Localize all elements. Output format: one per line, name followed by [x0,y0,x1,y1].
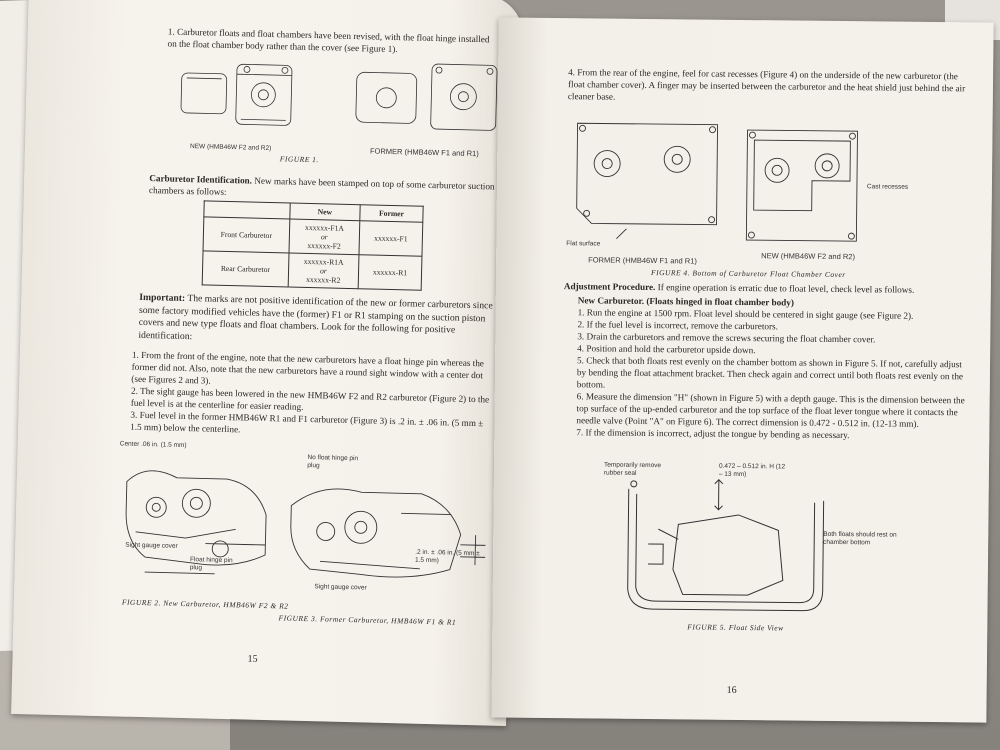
figure-3-dimension-label: .2 in. ± .06 in. (5 mm ± 1.5 mm) [414,548,480,564]
table-header-cell: New [289,203,361,221]
figure-5-floats-label: Both floats should rest on chamber botto… [823,530,897,546]
new-mark-b: xxxxxx-F2 [307,240,341,251]
table-cell-name: Rear Carburetor [202,250,289,287]
table-cell-former: xxxxxx-R1 [358,254,422,291]
figure-4-recess-label: Cast recesses [866,183,909,191]
figure-3-sight-label: Sight gauge cover [314,583,367,592]
figure-5-caption: FIGURE 5. Float Side View [687,622,784,633]
identification-paragraph: Carburetor Identification. New marks hav… [149,172,499,205]
figure-4-new-drawing [741,120,867,256]
figure-4-former-drawing [566,113,727,250]
figure-2-center-label: Center .06 in. (1.5 mm) [119,440,187,450]
figure-1-new-drawing [165,52,317,146]
adjustment-step: 6. Measure the dimension "H" (shown in F… [576,391,965,429]
figure-5-seal-label: Temporarily remove rubber seal [603,461,662,477]
figure-1-former-drawing [345,52,512,151]
figure-4-flat-label: Flat surface [566,240,601,248]
important-label: Important: [139,291,186,304]
adjustment-steps: 1. Run the engine at 1500 rpm. Float lev… [576,306,972,442]
figure-4-caption: FIGURE 4. Bottom of Carburetor Float Cha… [650,268,846,280]
figure-1-former-label: FORMER (HMB46W F1 and R1) [369,146,479,159]
figure-2-sight-label: Sight gauge cover [125,541,178,550]
figure-1-caption: FIGURE 1. [279,154,319,165]
or-word: or [319,266,327,276]
figure-1-new-label: NEW (HMB46W F2 and R2) [189,143,272,153]
figure-3-caption: FIGURE 3. Former Carburetor, HMB46W F1 &… [278,613,457,627]
left-page-number: 15 [247,653,258,665]
figure-4-new-label: NEW (HMB46W F2 and R2) [761,251,856,262]
important-paragraph: Important: The marks are not positive id… [138,292,499,351]
adjustment-heading: Adjustment Procedure. [563,281,656,293]
table-header-cell: Former [359,204,424,223]
figure-2-float-pin-label: Float hinge pin plug [189,556,233,571]
right-page: 4. From the rear of the engine, feel for… [491,17,994,723]
new-mark-a: xxxxxx-R1A [303,256,344,267]
figure-2-drawing [114,441,282,585]
adjustment-text: If engine operation is erratic due to fl… [657,282,915,295]
right-page-number: 16 [726,684,737,696]
figure-3-drawing [279,460,492,590]
table-cell-name: Front Carburetor [203,216,290,253]
new-mark-b: xxxxxx-R2 [306,274,341,285]
step-4-text: 4. From the rear of the engine, feel for… [567,67,966,102]
figure-5-drawing [617,469,839,616]
figure-4-former-label: FORMER (HMB46W F1 and R1) [588,255,697,266]
table-cell-former: xxxxxx-F1 [359,220,423,257]
adjustment-step: 5. Check that both floats rest evenly on… [576,355,964,390]
figure-2-caption: FIGURE 2. New Carburetor, HMB46W F2 & R2 [121,597,289,611]
important-text: The marks are not positive identificatio… [138,293,493,342]
new-mark-a: xxxxxx-F1A [304,222,345,233]
figure-3-no-pin-label: No float hinge pin plug [307,454,359,469]
identification-heading: Carburetor Identification. [149,173,253,186]
or-word: or [320,232,328,242]
figure-5-dimension-label: 0.472 – 0.512 in. H (12 – 13 mm) [718,462,786,478]
left-page: 1. Carburetor floats and float chambers … [11,0,524,726]
